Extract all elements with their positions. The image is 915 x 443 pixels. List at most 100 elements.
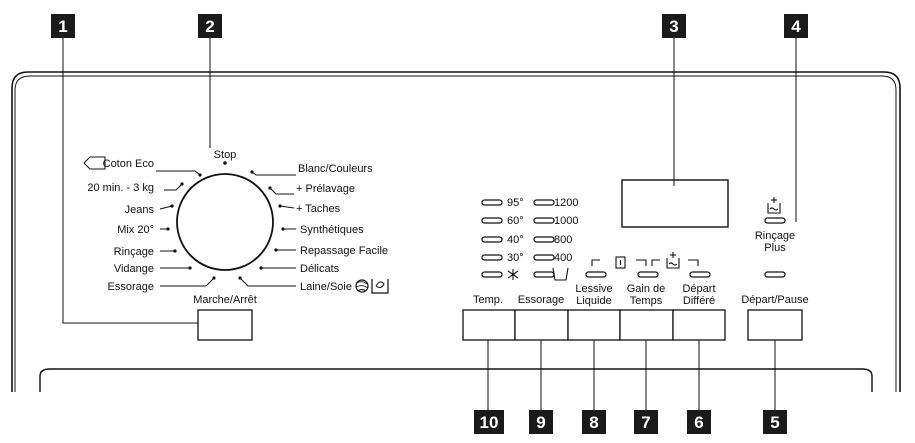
liquid-detergent-icon [615, 256, 626, 269]
bracket-left-icon [651, 259, 660, 266]
start-pause-button[interactable] [747, 309, 803, 341]
extra-rinse-label-2: Plus [764, 242, 786, 254]
callout-label-5: 5 [770, 413, 779, 432]
wool-ball-icon [355, 279, 369, 293]
callout-label-7: 7 [641, 413, 650, 432]
callout-box-4 [784, 14, 808, 38]
display-window [621, 179, 729, 228]
dial-stop-label: Stop [214, 149, 237, 161]
spin-option: 1200 [554, 197, 578, 209]
temp-option: 60° [507, 215, 524, 227]
program-leader [269, 187, 294, 195]
callout-leader-1 [62, 38, 198, 324]
temp-button[interactable] [462, 309, 516, 341]
callout-box-2 [198, 14, 222, 38]
program-dot [166, 227, 170, 231]
program-leader [159, 205, 173, 210]
program-synthetiques[interactable]: Synthétiques [300, 224, 364, 236]
spin-option: 800 [554, 234, 572, 246]
liquid-detergent-label-1: Lessive [575, 283, 612, 295]
program-dot [250, 170, 254, 174]
program-dot [238, 276, 242, 280]
callout-label-8: 8 [589, 413, 598, 432]
program-taches[interactable]: + Taches [296, 203, 341, 215]
liquid-detergent-button[interactable] [567, 309, 621, 341]
callout-box-1 [51, 14, 75, 38]
dial-right-programs: Blanc/Couleurs + Prélavage + Taches Synt… [238, 163, 389, 294]
callout-label-4: 4 [791, 17, 801, 36]
callout-label-10: 10 [480, 413, 499, 432]
no-spin-icon [552, 267, 569, 281]
temp-indicator [481, 236, 503, 243]
program-leader [251, 171, 296, 176]
temp-indicator [481, 199, 503, 206]
eco-arrow-icon [83, 156, 106, 170]
spin-button[interactable] [514, 309, 569, 341]
program-essorage[interactable]: Essorage [108, 281, 154, 293]
callout-label-6: 6 [694, 413, 703, 432]
dial-left-programs: Coton Eco 20 min. - 3 kg Jeans Mix 20° R… [83, 156, 216, 293]
callout-box-9 [529, 410, 553, 434]
panel-outline [11, 71, 901, 392]
program-mix20[interactable]: Mix 20° [117, 224, 154, 236]
power-button[interactable] [197, 309, 253, 341]
delay-start-button[interactable] [672, 309, 726, 341]
callout-box-10 [474, 410, 504, 434]
program-dot [170, 204, 174, 208]
program-leader [239, 277, 296, 287]
program-dot [173, 249, 177, 253]
program-20min[interactable]: 20 min. - 3 kg [87, 182, 154, 194]
callout-box-6 [687, 410, 711, 434]
program-laine-soie[interactable]: Laine/Soie [300, 281, 352, 293]
temp-indicator [481, 254, 503, 261]
program-dot [188, 266, 192, 270]
temp-option: 95° [507, 197, 524, 209]
bracket-right-icon [636, 259, 647, 266]
program-leader [164, 183, 183, 191]
program-dot [274, 248, 278, 252]
time-saver-label-1: Gain de [627, 283, 666, 295]
program-leader [156, 170, 201, 176]
extra-rinse-label-1: Rinçage [755, 230, 795, 242]
program-coton-eco[interactable]: Coton Eco [103, 158, 154, 170]
program-prelavage[interactable]: + Prélavage [296, 183, 355, 195]
program-delicats[interactable]: Délicats [300, 263, 340, 275]
callout-box-7 [634, 410, 658, 434]
program-dial[interactable] [176, 173, 274, 271]
program-dot [268, 186, 272, 190]
start-pause-label: Départ/Pause [741, 294, 808, 306]
delay-start-label-2: Différé [683, 295, 715, 307]
spin-button-label: Essorage [518, 294, 564, 306]
program-vidange[interactable]: Vidange [114, 263, 154, 275]
callout-box-3 [662, 14, 686, 38]
panel-outline-inner [14, 75, 897, 392]
temp-option: 30° [507, 252, 524, 264]
dial-stop-dot [223, 161, 227, 165]
program-dot [180, 182, 184, 186]
program-dot [278, 204, 282, 208]
program-jeans[interactable]: Jeans [125, 204, 155, 216]
spin-option: 400 [554, 252, 572, 264]
program-dot [281, 227, 285, 231]
option-symbols [591, 197, 781, 269]
hand-wash-icon [371, 279, 389, 294]
spin-indicator [533, 254, 555, 261]
cold-asterisk-icon [507, 269, 519, 280]
callout-label-3: 3 [669, 17, 678, 36]
program-leader [160, 277, 215, 287]
extra-rinse-indicator [764, 217, 786, 224]
program-dot [212, 276, 216, 280]
program-rincage[interactable]: Rinçage [114, 246, 154, 258]
program-repassage-facile[interactable]: Repassage Facile [300, 245, 388, 257]
start-pause-indicator [764, 271, 786, 278]
program-dot [259, 266, 263, 270]
program-leader [279, 205, 295, 209]
rinse-tub-icon [666, 252, 680, 269]
bracket-left-icon [591, 259, 600, 266]
bracket-right-icon [688, 259, 699, 266]
spin-indicator [533, 271, 555, 278]
program-blanc-couleurs[interactable]: Blanc/Couleurs [298, 163, 373, 175]
time-saver-button[interactable] [619, 309, 674, 341]
callout-box-8 [582, 410, 606, 434]
delay-start-label-1: Départ [682, 283, 715, 295]
